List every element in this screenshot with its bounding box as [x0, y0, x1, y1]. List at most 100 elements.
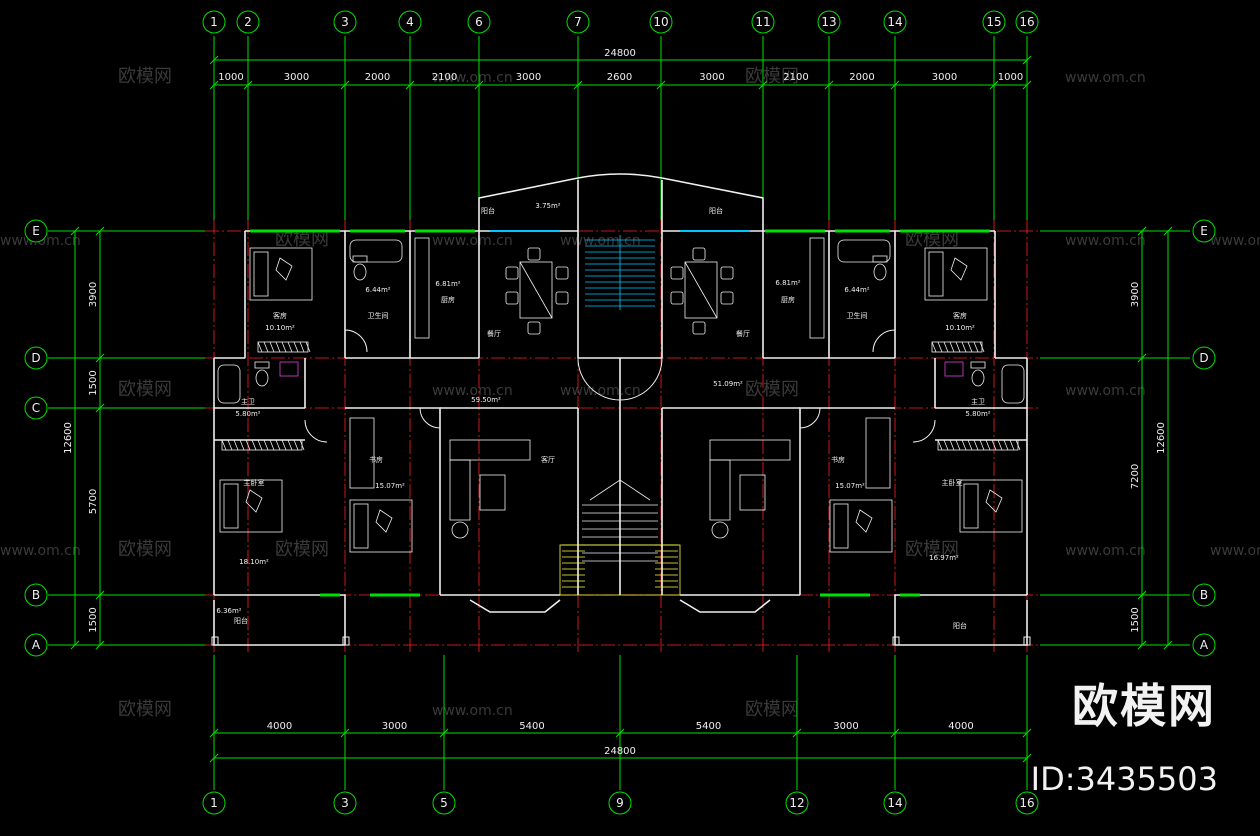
wardrobe-hanger — [221, 439, 227, 451]
axis-bubble-label: D — [1199, 351, 1208, 365]
watermark-url: www.om.cn — [432, 233, 513, 249]
sofa — [449, 439, 531, 461]
dim-label: 5400 — [519, 721, 544, 732]
room-area: 6.44m² — [365, 286, 390, 294]
watermark-url: www.om.cn — [1210, 233, 1260, 249]
wardrobe-hanger — [287, 439, 293, 451]
wall — [577, 173, 663, 179]
watermark-text: 欧模网 — [118, 66, 172, 87]
wardrobe-hanger — [979, 341, 985, 353]
axis-bubble — [1015, 10, 1039, 34]
toilet — [971, 369, 985, 387]
bed — [924, 247, 988, 301]
wardrobe-hanger — [1009, 439, 1015, 451]
wardrobe-hanger — [955, 341, 961, 353]
dim-tick — [243, 80, 253, 90]
dim-label: 1500 — [88, 607, 99, 632]
side-table — [711, 521, 729, 539]
watermark-layer: 欧模网欧模网欧模网欧模网欧模网欧模网欧模网欧模网欧模网欧模网欧模网www.om.… — [0, 66, 1260, 720]
axis-bubble-label: 12 — [789, 796, 804, 810]
dim-tick — [95, 590, 105, 600]
room-name: 客房 — [273, 311, 287, 320]
watermark-url: www.om.cn — [0, 543, 81, 559]
bed-cover — [950, 257, 968, 281]
dim-label: 3000 — [699, 72, 724, 83]
wardrobe-hanger — [299, 439, 305, 451]
dim-tick — [656, 80, 666, 90]
axis-bubble-label: 14 — [887, 15, 902, 29]
room-area: 5.80m² — [235, 410, 260, 418]
axis-bubble-label: 13 — [821, 15, 836, 29]
wardrobe-hanger — [985, 439, 991, 451]
dim-label: 2000 — [849, 72, 874, 83]
wardrobe-hanger — [269, 439, 275, 451]
axis-bubble — [817, 10, 841, 34]
dim-tick — [405, 80, 415, 90]
axis-bubble-label: 6 — [475, 15, 483, 29]
watermark-url: www.om.cn — [1065, 233, 1146, 249]
wardrobe-hanger — [997, 439, 1003, 451]
wardrobe-hanger — [973, 439, 979, 451]
kitchen-counter — [414, 237, 430, 339]
dim-tick — [824, 80, 834, 90]
dim-tick — [1163, 640, 1173, 650]
wall — [440, 407, 578, 596]
axis-bubble-label: 11 — [755, 15, 770, 29]
chair — [527, 247, 541, 261]
dim-tick — [95, 403, 105, 413]
axis-bubble — [1192, 219, 1216, 243]
wardrobe-hanger — [991, 439, 997, 451]
axis-bubble — [398, 10, 422, 34]
axis-bubble-label: 4 — [406, 15, 414, 29]
watermark-text: 欧模网 — [275, 229, 329, 250]
bed — [349, 499, 413, 553]
room-name: 阳台 — [709, 206, 723, 215]
room-name: 卫生间 — [368, 311, 389, 320]
chair — [692, 321, 706, 335]
dim-tick — [573, 80, 583, 90]
room-name: 主卫 — [241, 397, 255, 406]
column — [211, 636, 219, 646]
wardrobe-hanger — [281, 439, 287, 451]
axis-bubble-label: 7 — [574, 15, 582, 29]
axis-bubble-label: 3 — [341, 796, 349, 810]
room-area: 6.36m² — [216, 607, 241, 615]
room-labels: 阳台3.75m²阳台客房10.10m²卫生间6.44m²厨房6.81m²餐厅餐厅… — [216, 202, 990, 630]
axis-bubble — [883, 791, 907, 815]
wardrobe-hanger — [949, 439, 955, 451]
room-name: 阳台 — [234, 616, 248, 625]
axis-bubble-label: 16 — [1019, 796, 1034, 810]
door-swing — [872, 329, 896, 353]
sofa — [449, 459, 471, 521]
dim-tick — [890, 728, 900, 738]
dim-label: 4000 — [948, 721, 973, 732]
wardrobe-hanger — [257, 439, 263, 451]
dim-tick — [1137, 226, 1147, 236]
wardrobe-hanger — [269, 341, 275, 353]
dim-label: 3900 — [88, 282, 99, 307]
wardrobe-hanger — [931, 341, 937, 353]
bathtub — [349, 239, 403, 263]
wardrobe-hanger — [227, 439, 233, 451]
dim-tick — [70, 640, 80, 650]
watermark-url: www.om.cn — [1210, 543, 1260, 559]
dim-label: 1500 — [88, 370, 99, 395]
column — [1023, 636, 1031, 646]
wardrobe-hanger — [967, 341, 973, 353]
coffee-table — [479, 474, 506, 511]
watermark-text: 欧模网 — [905, 229, 959, 250]
stair-arrow — [589, 479, 651, 501]
watermark-url: www.om.cn — [432, 383, 513, 399]
coffee-table — [739, 474, 766, 511]
wall — [762, 231, 896, 359]
room-area: 5.80m² — [965, 410, 990, 418]
dining-table — [684, 261, 718, 319]
model-id: ID:3435503 — [1030, 760, 1218, 798]
door-swing — [419, 407, 441, 429]
axis-bubble-label: A — [1200, 638, 1209, 652]
axis-bubble — [24, 396, 48, 420]
wardrobe-hanger — [275, 439, 281, 451]
axis-bubble-label: A — [32, 638, 41, 652]
brand-logo: 欧模网 — [1072, 679, 1216, 733]
